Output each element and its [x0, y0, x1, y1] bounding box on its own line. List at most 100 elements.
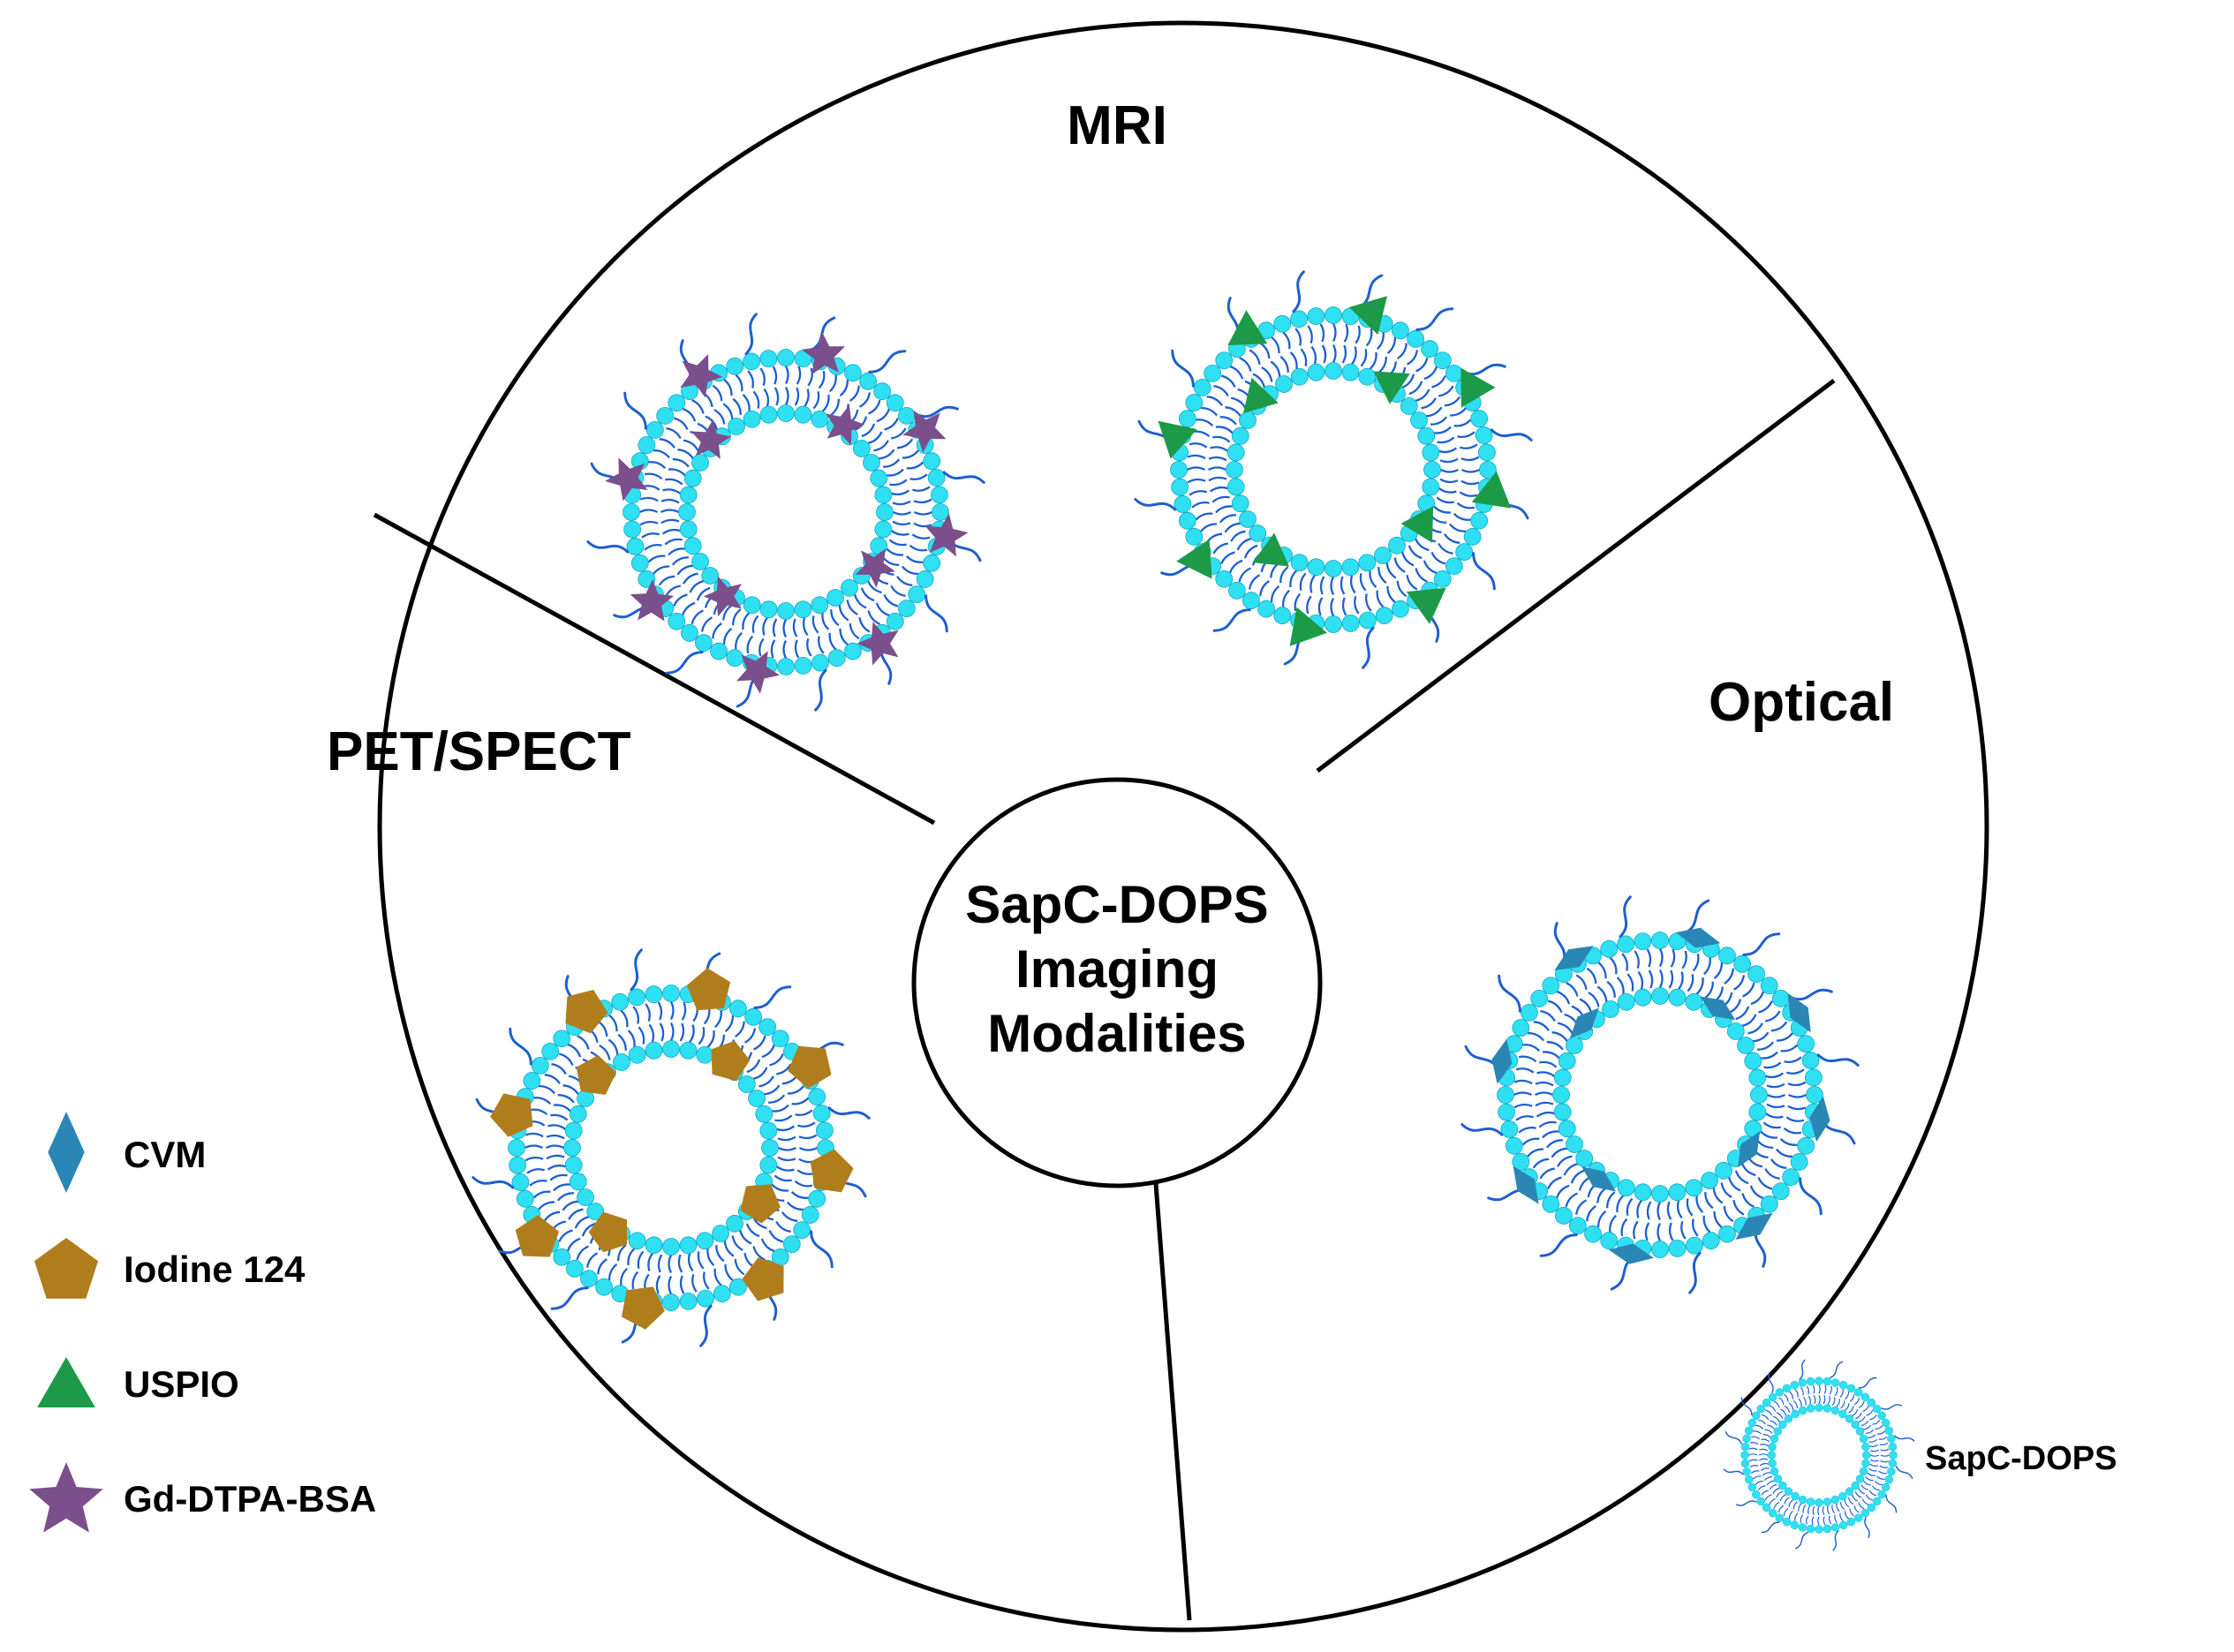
lipid-tail [1271, 336, 1280, 354]
lipid-tail [1518, 1127, 1536, 1134]
lipid-head [1239, 510, 1257, 528]
lipid-head [1888, 1459, 1898, 1468]
lipid-head [1275, 375, 1293, 393]
lipid-tail [608, 1038, 619, 1055]
lipid-tail [1349, 575, 1356, 594]
lipid-tail [1657, 1201, 1662, 1221]
pentagon-icon [740, 1184, 781, 1224]
lipid-tail [627, 1030, 636, 1047]
lipid-head [553, 1248, 571, 1266]
tether-squiggle [1794, 1531, 1808, 1550]
lipid-head [628, 988, 645, 1007]
lipid-tail [1438, 385, 1454, 397]
lipid-tail [768, 1230, 784, 1243]
lipid-tail [1776, 1490, 1784, 1498]
lipid-tail [545, 1144, 565, 1150]
lipid-tail [759, 1075, 774, 1088]
lipid-head [1174, 495, 1192, 513]
lipid-tail [1840, 1400, 1845, 1409]
lipid-tail [576, 1245, 589, 1261]
lipid-head [541, 1042, 560, 1060]
lipid-tail [1540, 1009, 1556, 1022]
lipid-head [726, 357, 744, 375]
lipid-tail [1759, 1463, 1769, 1467]
tether-squiggle [1725, 1430, 1743, 1445]
lipid-tail [644, 544, 662, 551]
lipid-head [1554, 1206, 1573, 1225]
lipid-head [1726, 1022, 1745, 1040]
triangle-icon [1289, 607, 1327, 646]
tether-squiggle [814, 668, 827, 712]
legend-label-iodine-124: Iodine 124 [124, 1248, 306, 1290]
lipid-tail [891, 530, 909, 536]
lipid-tail [1869, 1459, 1879, 1462]
lipid-head [794, 600, 812, 619]
lipid-tail [1620, 1218, 1628, 1237]
lipid-tail [1279, 355, 1289, 373]
lipid-tail [1518, 1055, 1537, 1063]
lipid-tail [1444, 396, 1461, 407]
lipid-tail [546, 1154, 565, 1160]
liposome-gd-dtpa-bsa [586, 313, 985, 712]
lipid-tail [867, 431, 883, 445]
lipid-head [1602, 1000, 1619, 1018]
lipid-head [1686, 1236, 1703, 1255]
lipid-tail [1436, 496, 1454, 504]
lipid-tail [1212, 435, 1231, 443]
lipid-tail [1626, 973, 1634, 992]
lipid-head [696, 1045, 714, 1064]
lipid-tail [1861, 1498, 1869, 1505]
lipid-tail [1539, 1167, 1556, 1180]
lipid-tail [1421, 397, 1437, 410]
lipid-tail [1321, 344, 1327, 364]
lipid-tail [1200, 406, 1219, 417]
lipid-tail [1306, 595, 1312, 615]
lipid-head [1750, 1086, 1768, 1104]
lipid-tail [745, 1223, 760, 1238]
lipid-head [1762, 1503, 1771, 1512]
lipid-tail [558, 1229, 573, 1242]
tether-squiggle [1460, 1123, 1504, 1136]
lipid-tail [645, 1003, 651, 1022]
lipid-head [696, 1232, 714, 1250]
lipid-tail [1692, 1218, 1699, 1237]
lipid-head [728, 418, 745, 435]
lipid-head [1505, 1136, 1523, 1155]
lipid-head [1575, 1150, 1594, 1167]
lipid-tail [1800, 1514, 1804, 1523]
lipid-head [1830, 1378, 1840, 1387]
lipid-tail [668, 1275, 673, 1295]
lipid-head [1752, 1490, 1761, 1499]
lipid-head [1830, 1523, 1840, 1532]
lipid-tail [1332, 343, 1337, 364]
lipid-tail [896, 438, 914, 449]
lipid-head [1307, 307, 1325, 326]
tether-squiggle [1740, 1397, 1753, 1416]
lipid-head [801, 1206, 819, 1224]
lipid-head [1798, 1523, 1808, 1532]
tether-squiggle [942, 471, 985, 484]
lipid-tail [1332, 322, 1337, 343]
lipid-tail [556, 1192, 574, 1202]
lipid-tail [760, 1238, 775, 1253]
lipid-tail [1596, 985, 1608, 1002]
lipid-tail [1289, 570, 1298, 588]
lipid-tail [1563, 1162, 1579, 1176]
lipid-tail [1369, 570, 1377, 588]
lipid-tail [1775, 1148, 1793, 1158]
lipid-tail [811, 615, 819, 634]
lipid-tail [913, 522, 932, 528]
lipid-head [1410, 411, 1428, 429]
pentagon-icon [742, 1257, 784, 1301]
lipid-head [844, 642, 862, 660]
tether-squiggle [509, 1027, 532, 1066]
lipid-head [1558, 1120, 1576, 1138]
lipid-head [662, 1238, 680, 1256]
triangle-icon [1252, 532, 1289, 567]
lipid-tail [911, 533, 931, 539]
lipid-tail [1785, 1116, 1805, 1122]
lipid-tail [838, 605, 849, 622]
lipid-head [508, 1139, 525, 1157]
lipid-tail [529, 1180, 547, 1187]
lipid-tail [902, 449, 919, 459]
